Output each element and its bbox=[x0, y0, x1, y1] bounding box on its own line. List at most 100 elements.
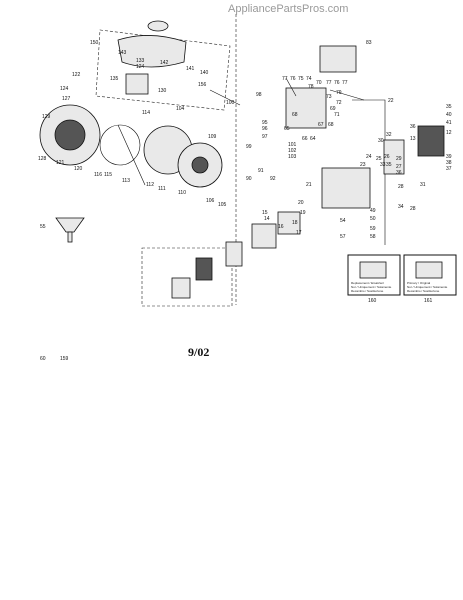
part-number-label: 121 bbox=[56, 160, 65, 166]
sub-item-number: 161 bbox=[424, 298, 433, 304]
part-number-label: 73 bbox=[326, 94, 332, 100]
part-number-label: 18 bbox=[292, 220, 298, 226]
part-number-label: 99 bbox=[246, 144, 252, 150]
part-number-label: 77 bbox=[282, 76, 288, 82]
sub-item-caption: Primary / Original bbox=[407, 281, 431, 285]
part-number-label: 55 bbox=[40, 224, 46, 230]
part-number-label: 91 bbox=[258, 168, 264, 174]
part-number-label: 36 bbox=[410, 124, 416, 130]
part-number-label: 159 bbox=[60, 356, 69, 362]
part-number-label: 115 bbox=[104, 172, 112, 178]
part-number-label: 67 bbox=[318, 122, 324, 128]
sub-item-box bbox=[403, 254, 457, 296]
part-number-label: 37 bbox=[446, 166, 452, 172]
part-number-label: 20 bbox=[298, 200, 304, 206]
blower-housing bbox=[39, 104, 223, 188]
part-number-label: 66 bbox=[302, 136, 308, 142]
part-number-label: 110 bbox=[178, 190, 186, 196]
part-number-label: 127 bbox=[62, 96, 71, 102]
part-number-label: 68 bbox=[328, 122, 334, 128]
part-number-label: 13 bbox=[410, 136, 416, 142]
part-number-label: 128 bbox=[38, 156, 47, 162]
part-number-label: 60 bbox=[40, 356, 46, 362]
carburetor-thumb bbox=[415, 261, 443, 279]
part-number-label: 90 bbox=[246, 176, 252, 182]
part-number-label: 12 bbox=[446, 130, 452, 136]
callout-line bbox=[117, 124, 146, 186]
part-number-label: 135 bbox=[110, 76, 119, 82]
part-number-label: 50 bbox=[370, 216, 376, 222]
part-number-label: 14 bbox=[264, 216, 270, 222]
part-number-label: 100 bbox=[226, 100, 235, 106]
part-number-label: 120 bbox=[74, 166, 83, 172]
part-number-label: 28 bbox=[398, 184, 404, 190]
callout-labels: 1501431421411401331241351301221241271561… bbox=[38, 40, 452, 362]
part-number-label: 68 bbox=[292, 112, 298, 118]
part-number-label: 76 bbox=[334, 80, 340, 86]
sub-item-caption: Nur / Uniquement / Solamente bbox=[407, 285, 448, 289]
part-number-label: 105 bbox=[218, 202, 227, 208]
part-number-label: 98 bbox=[256, 92, 262, 98]
part-number-label: 74 bbox=[306, 76, 312, 82]
part-number-label: 41 bbox=[446, 120, 452, 126]
part-number-label: 17 bbox=[296, 230, 302, 236]
part-number-label: 23 bbox=[360, 162, 366, 168]
part-number-label: 28 bbox=[410, 206, 416, 212]
part-number-label: 59 bbox=[370, 226, 376, 232]
part-number-label: 71 bbox=[334, 112, 340, 118]
part-number-label: 150 bbox=[90, 40, 99, 46]
part-number-label: 129 bbox=[42, 114, 51, 120]
part-number-label: 21 bbox=[306, 182, 312, 188]
part-number-label: 133 bbox=[136, 58, 145, 64]
carburetor-thumb bbox=[359, 261, 387, 279]
callout-line bbox=[329, 89, 365, 101]
part-number-label: 122 bbox=[72, 72, 81, 78]
callout-line bbox=[285, 77, 297, 97]
part-number-label: 69 bbox=[330, 106, 336, 112]
part-number-label: 38 bbox=[446, 160, 452, 166]
part-number-label: 116 bbox=[94, 172, 102, 178]
part-number-label: 104 bbox=[176, 106, 185, 112]
part-number-label: 114 bbox=[142, 110, 150, 116]
part-number-label: 141 bbox=[186, 66, 195, 72]
part-number-label: 140 bbox=[200, 70, 209, 76]
part-number-label: 112 bbox=[146, 182, 154, 188]
part-number-label: 111 bbox=[158, 186, 166, 192]
part-number-label: 130 bbox=[158, 88, 167, 94]
part-number-label: 77 bbox=[342, 80, 348, 86]
part-number-label: 76 bbox=[290, 76, 296, 82]
part-number-label: 22 bbox=[388, 98, 394, 104]
part-number-label: 102 bbox=[288, 148, 297, 154]
part-number-label: 95 bbox=[262, 120, 268, 126]
part-number-label: 124 bbox=[60, 86, 69, 92]
carburetor-assembly bbox=[251, 211, 301, 249]
part-number-label: 72 bbox=[336, 100, 342, 106]
part-number-label: 58 bbox=[370, 234, 376, 240]
part-number-label: 27 bbox=[396, 164, 402, 170]
part-number-label: 96 bbox=[262, 126, 268, 132]
part-number-label: 15 bbox=[262, 210, 268, 216]
part-number-label: 32 bbox=[386, 132, 392, 138]
part-number-label: 143 bbox=[118, 50, 127, 56]
part-number-label: 25 bbox=[376, 156, 382, 162]
sub-item-caption: Recambio / Sostituzione bbox=[351, 289, 384, 293]
part-number-label: 54 bbox=[340, 218, 346, 224]
part-number-label: 30 bbox=[378, 138, 384, 144]
sub-item-number: 160 bbox=[368, 298, 377, 304]
part-number-label: 39 bbox=[446, 154, 452, 160]
sub-item-caption: Replacement / Ersatzteil bbox=[351, 281, 384, 285]
tank-group-frame bbox=[95, 29, 231, 111]
fuel-tank-assembly bbox=[117, 20, 187, 95]
part-number-label: 65 bbox=[284, 126, 290, 132]
part-number-label: 142 bbox=[160, 60, 169, 66]
part-number-label: 34 bbox=[398, 204, 404, 210]
engine-block bbox=[285, 45, 445, 209]
part-number-label: 79 bbox=[336, 90, 342, 96]
part-number-label: 36 bbox=[396, 170, 402, 176]
part-number-label: 31 bbox=[420, 182, 426, 188]
watermark: AppliancePartsPros.com bbox=[228, 3, 348, 15]
part-number-label: 103 bbox=[288, 154, 297, 160]
part-number-label: 124 bbox=[136, 64, 145, 70]
part-number-label: 109 bbox=[208, 134, 217, 140]
